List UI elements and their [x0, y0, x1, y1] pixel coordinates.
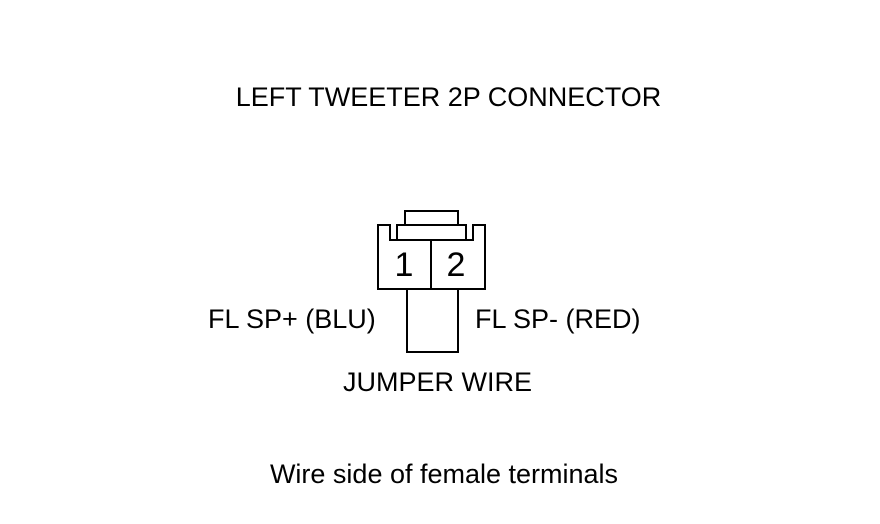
diagram-title: LEFT TWEETER 2P CONNECTOR	[235, 82, 662, 112]
pin-1-wire-label: FL SP+ (BLU)	[208, 304, 376, 334]
pin-2-number: 2	[447, 246, 466, 284]
connector-housing	[377, 210, 486, 290]
jumper-wire-label: JUMPER WIRE	[343, 367, 532, 397]
pin-1-number: 1	[395, 246, 414, 284]
pin-2-wire-label: FL SP- (RED)	[475, 304, 641, 334]
diagram-caption: Wire side of female terminals	[269, 459, 619, 489]
jumper-wire	[406, 288, 459, 353]
